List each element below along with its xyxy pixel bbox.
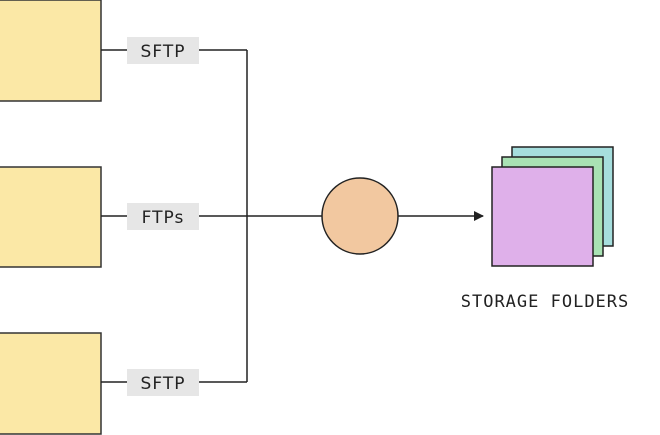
protocol-label-text: SFTP <box>141 374 186 394</box>
folder-front <box>491 166 594 267</box>
protocol-label-text: SFTP <box>141 42 186 62</box>
protocol-label-bg <box>127 37 199 64</box>
storage-folders-label: STORAGE FOLDERS <box>461 292 630 312</box>
source-box-1 <box>0 0 102 102</box>
storage-folders-icon <box>491 146 614 267</box>
protocol-label-text: FTPs <box>142 208 185 228</box>
protocol-label-bg <box>127 369 199 396</box>
source-box-2 <box>0 166 102 268</box>
source-box-3 <box>0 332 102 435</box>
protocol-label-bg <box>127 203 199 230</box>
protocol-label-1: SFTP <box>127 37 199 64</box>
protocol-label-3: SFTP <box>127 369 199 396</box>
hub-node <box>321 177 399 255</box>
protocol-label-2: FTPs <box>127 203 199 230</box>
